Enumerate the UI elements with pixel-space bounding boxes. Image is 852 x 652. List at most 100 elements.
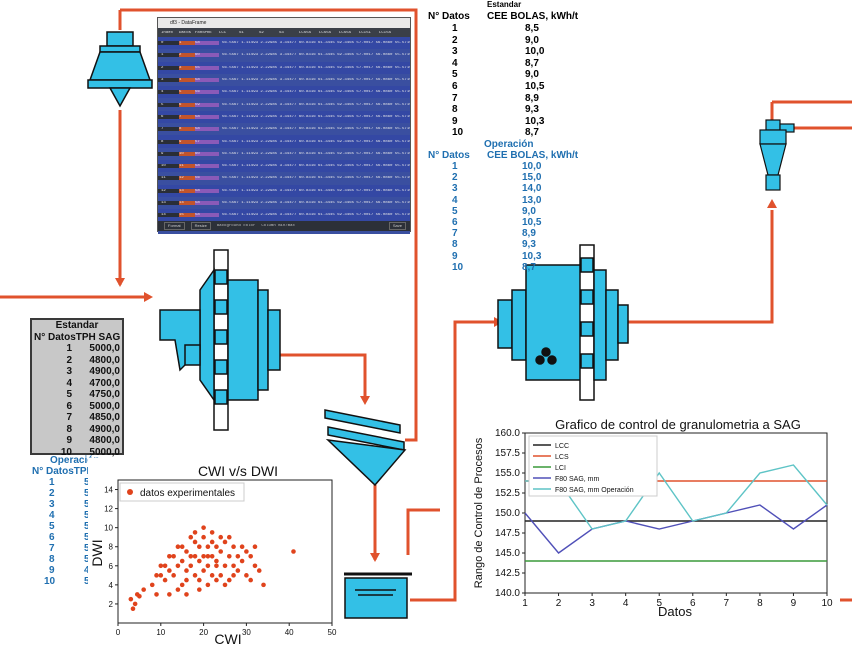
data-point: [218, 549, 224, 554]
table-cell: 56.5567 1.11493 2.22985 3.34477 60.8316 …: [222, 201, 410, 205]
table-cell: 56.5567 1.11493 2.22985 3.34477 60.8316 …: [222, 127, 410, 132]
table-right-op-value: 15,0: [522, 172, 542, 184]
table-left-op-num: 3: [49, 499, 55, 510]
table-cell: 58: [195, 127, 219, 132]
data-point: [197, 587, 202, 592]
column-header[interactable]: LCS5S: [319, 30, 332, 35]
save-button[interactable]: Save: [388, 222, 406, 230]
table-cell: 56.5567 1.11493 2.22985 3.34477 60.8316 …: [222, 90, 410, 95]
table-right-value: 9,3: [525, 104, 539, 116]
y-tick-label: 4: [109, 581, 114, 590]
column-header[interactable]: F80SPRE: [195, 30, 212, 35]
data-point: [222, 539, 228, 545]
legend-label: LCC: [555, 443, 569, 450]
data-point: [137, 594, 142, 599]
table-left-op-value: 5: [84, 576, 90, 587]
table-cell: 60: [195, 151, 219, 156]
table-right-op-num: 6: [452, 217, 458, 228]
column-header[interactable]: Index: [161, 30, 174, 35]
x-tick-label: 10: [156, 628, 165, 637]
table-right-num: 7: [452, 92, 458, 104]
dataframe-footer: Format Resize Background color Column mi…: [158, 221, 410, 231]
x-tick-label: 5: [656, 598, 662, 609]
table-left-num: 3: [66, 366, 72, 377]
column-header[interactable]: LCI5L: [359, 30, 372, 35]
table-cell: 10: [158, 164, 179, 169]
table-right-partial-title: Estandar: [487, 0, 522, 9]
data-point: [171, 573, 176, 578]
table-cell: 58: [195, 114, 219, 119]
table-left-num: 7: [66, 412, 72, 423]
table-cell: 4: [179, 78, 195, 83]
table-cell: 56.5567 1.11493 2.22985 3.34477 60.8316 …: [222, 53, 410, 58]
column-header[interactable]: Datos: [179, 30, 192, 35]
data-point: [239, 544, 245, 550]
background-color-checkbox[interactable]: Background color: [216, 224, 256, 228]
table-cell: 2: [158, 65, 179, 70]
data-point: [162, 563, 168, 569]
y-tick-label: 10: [104, 524, 113, 533]
table-right-value: 9,0: [525, 69, 539, 81]
data-point: [184, 568, 189, 573]
table-right-num: 1: [452, 23, 458, 34]
scatter-legend: datos experimentales: [119, 482, 245, 502]
table-right-value: 10,3: [525, 115, 545, 127]
table-left-value: 5000,0: [89, 446, 120, 458]
y-tick-label: 12: [104, 505, 113, 514]
table-cell: 56: [195, 176, 219, 181]
column-header[interactable]: S2: [259, 30, 264, 35]
x-tick-label: 4: [623, 598, 629, 609]
table-right-op-num: 2: [452, 172, 458, 184]
y-tick-label: 14: [104, 486, 113, 495]
sag-mill-left: [159, 249, 281, 431]
y-tick-label: 6: [109, 562, 114, 571]
column-header[interactable]: LCS5S: [339, 30, 352, 35]
data-point: [209, 553, 215, 559]
table-left-op-num: 4: [49, 510, 55, 521]
column-header[interactable]: LCS5S: [299, 30, 312, 35]
y-tick-label: 155.0: [495, 468, 520, 479]
column-header[interactable]: S1: [239, 30, 244, 35]
table-right-op-value: 10,3: [522, 250, 542, 262]
table-right-header-val: CEE BOLAS, kWh/t: [487, 11, 579, 22]
resize-button[interactable]: Resize: [190, 222, 211, 230]
data-point: [205, 563, 211, 569]
table-cell: 56.5567 1.11493 2.22985 3.34477 60.8316 …: [222, 151, 410, 156]
table-right-op-value: 10,5: [522, 217, 542, 228]
column-min-max-checkbox[interactable]: Column min/max: [261, 224, 295, 228]
table-right-op-value: 10,0: [522, 161, 542, 172]
data-point: [171, 553, 176, 559]
column-header[interactable]: LCI5S: [379, 30, 392, 35]
y-tick-label: 150.0: [495, 508, 520, 519]
format-button[interactable]: Format: [164, 222, 185, 230]
table-left-value: 4900,0: [89, 423, 120, 435]
x-tick-label: 20: [199, 628, 208, 637]
y-tick-label: 142.5: [495, 568, 520, 579]
column-header[interactable]: LCC: [219, 30, 227, 35]
column-header[interactable]: S3: [279, 30, 284, 35]
dataframe-viewer[interactable]: df3 - DataFrame Index Datos F80SPRE LCC …: [157, 17, 411, 234]
table-cell: 58: [195, 41, 219, 46]
table-cell: 5: [158, 102, 179, 107]
data-point: [205, 544, 211, 550]
data-point: [179, 558, 185, 564]
table-left-value: 4700,0: [89, 377, 120, 389]
